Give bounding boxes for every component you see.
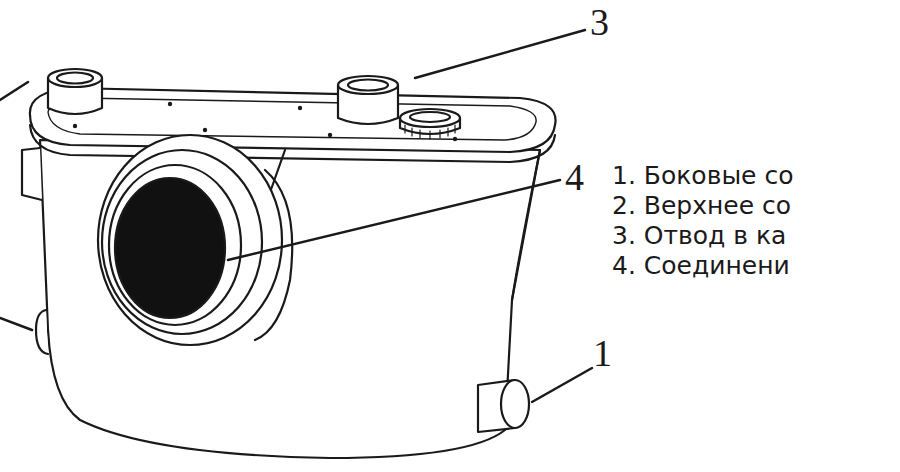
top-pipe (48, 69, 102, 114)
pump-lid (30, 88, 556, 152)
part-name: 1. Боковые со (612, 162, 793, 190)
body-edge (512, 150, 540, 300)
vent-cap (400, 109, 460, 139)
side-pipe (36, 310, 48, 354)
callout-number: 1 (593, 333, 612, 375)
outlet-pipe (338, 76, 398, 124)
side-pipe (22, 148, 42, 200)
part-name: 4. Соединени (612, 252, 790, 280)
lid-inner (48, 98, 536, 140)
part-name: 3. Отвод в ка (612, 222, 786, 250)
part-name: 2. Верхнее со (612, 192, 791, 220)
callout-number: 3 (590, 2, 609, 44)
leader-line (0, 30, 592, 402)
toilet-inlet (98, 135, 292, 345)
lid-rim (30, 125, 555, 162)
side-pipe (478, 380, 529, 432)
callout-number: 4 (565, 157, 584, 199)
